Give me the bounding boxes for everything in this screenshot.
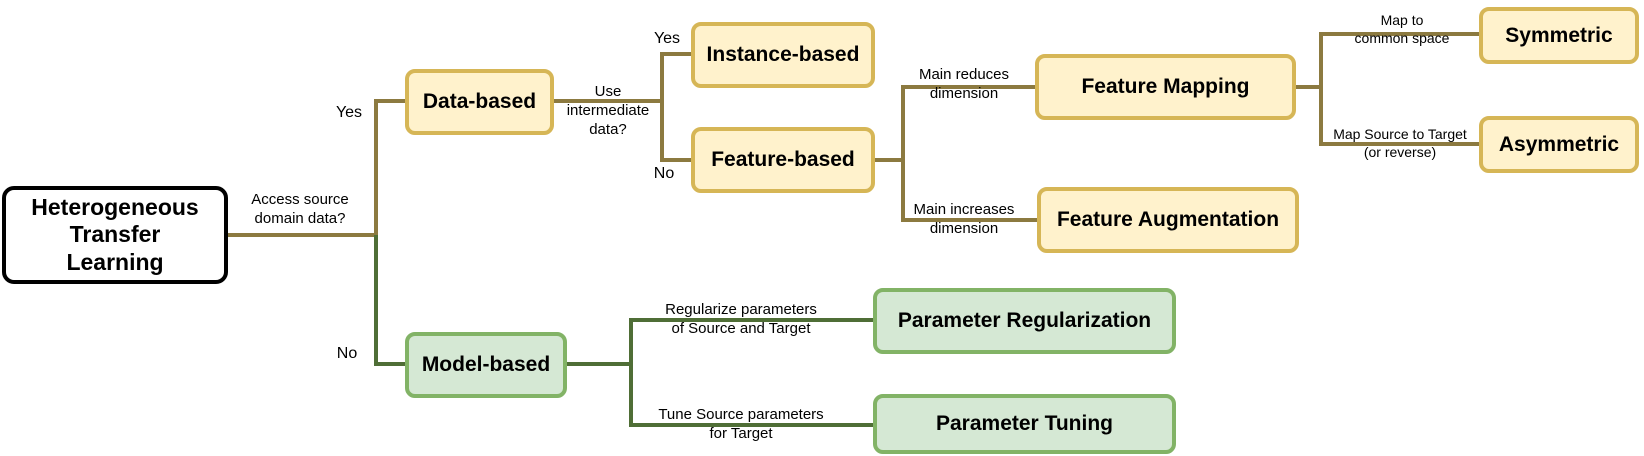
node-feature-based: Feature-based xyxy=(691,127,875,193)
node-label: Parameter Tuning xyxy=(936,412,1113,436)
edge-label-regularize: Regularize parameters of Source and Targ… xyxy=(665,301,817,337)
node-instance-based: Instance-based xyxy=(691,22,875,88)
node-label: Model-based xyxy=(421,353,551,377)
node-symmetric: Symmetric xyxy=(1479,7,1639,64)
edge-label-main-reduces: Main reduces dimension xyxy=(918,66,1010,102)
node-heterogeneous-transfer-learning: Heterogeneous Transfer Learning xyxy=(2,186,228,284)
edge-label-map-source-target: Map Source to Target (or reverse) xyxy=(1333,126,1467,160)
edge-label-map-common: Map to common space xyxy=(1354,12,1450,46)
connector-to-asymmetric xyxy=(1319,87,1480,146)
edge-label-no-feature-based: No xyxy=(653,165,675,182)
edge-label-tune: Tune Source parameters for Target xyxy=(658,406,824,442)
node-data-based: Data-based xyxy=(405,69,554,135)
edge-label-yes-data-based: Yes xyxy=(335,104,363,121)
node-label: Parameter Regularization xyxy=(897,309,1152,333)
connector-to-symmetric xyxy=(1319,32,1480,87)
edge-label-yes-instance-based: Yes xyxy=(653,30,681,47)
node-parameter-tuning: Parameter Tuning xyxy=(873,394,1176,454)
edge-label-access-source: Access source domain data? xyxy=(251,191,349,227)
edge-label-use-intermediate: Use intermediate data? xyxy=(566,83,650,138)
node-label: Instance-based xyxy=(706,43,860,67)
connector-to-feature-mapping xyxy=(901,85,1036,160)
connector-to-feature-based xyxy=(660,101,692,162)
node-model-based: Model-based xyxy=(405,332,567,398)
node-label: Feature Augmentation xyxy=(1056,208,1280,232)
connector-to-instance-based xyxy=(660,52,692,101)
connector-to-model-based xyxy=(374,235,406,366)
node-label: Asymmetric xyxy=(1498,132,1620,156)
connector-to-parameter-tuning xyxy=(629,364,875,427)
node-feature-augmentation: Feature Augmentation xyxy=(1037,187,1299,253)
node-label: Heterogeneous Transfer Learning xyxy=(31,193,199,275)
connector-to-feature-augmentation xyxy=(901,160,1038,222)
edge-label-no-model-based: No xyxy=(336,345,358,362)
node-asymmetric: Asymmetric xyxy=(1479,116,1639,173)
node-label: Feature-based xyxy=(711,148,855,172)
node-parameter-regularization: Parameter Regularization xyxy=(873,288,1176,354)
connector-to-parameter-regularization xyxy=(629,318,875,364)
node-label: Feature Mapping xyxy=(1081,75,1250,99)
node-label: Symmetric xyxy=(1505,23,1613,47)
node-label: Data-based xyxy=(422,90,537,114)
node-feature-mapping: Feature Mapping xyxy=(1035,54,1296,120)
connector-to-data-based xyxy=(374,99,406,235)
edge-label-main-increases: Main increases dimension xyxy=(913,201,1015,237)
